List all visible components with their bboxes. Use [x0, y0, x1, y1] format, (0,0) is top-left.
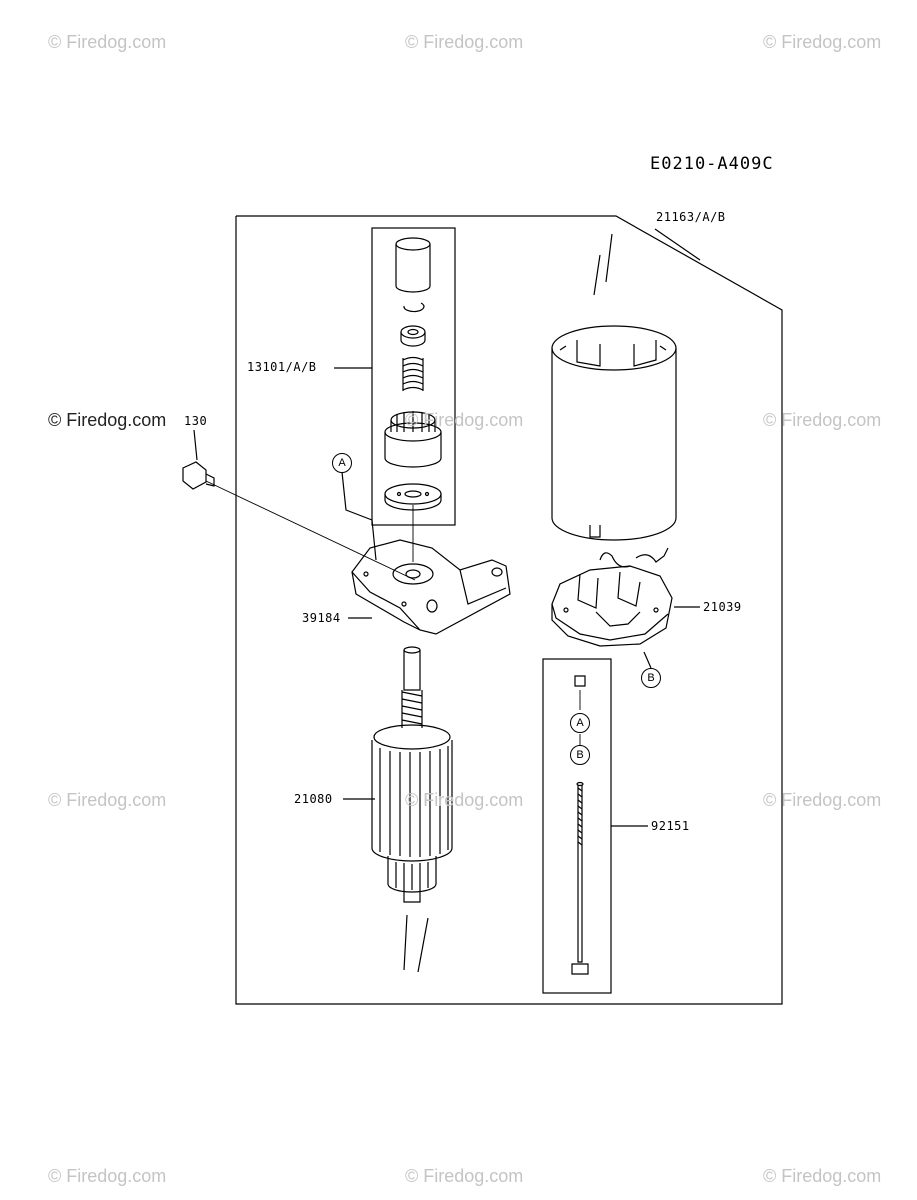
watermark: © Firedog.com	[48, 410, 167, 430]
part-label-pinion-assembly[interactable]: 13101/A/B	[247, 360, 317, 374]
watermark: © Firedog.com	[763, 410, 882, 430]
watermark: © Firedog.com	[48, 790, 167, 810]
watermark: © Firedog.com	[48, 1166, 167, 1186]
marker-b: B	[570, 745, 590, 765]
watermark: © Firedog.com	[405, 790, 524, 810]
watermark: © Firedog.com	[405, 1166, 524, 1186]
part-label-through-bolt[interactable]: 92151	[651, 819, 690, 833]
marker-b: B	[641, 668, 661, 688]
pinion-kit-box	[371, 227, 456, 526]
marker-a: A	[332, 453, 352, 473]
watermark: © Firedog.com	[405, 410, 524, 430]
marker-a: A	[570, 713, 590, 733]
through-bolt-kit-box	[542, 658, 612, 994]
watermark: © Firedog.com	[763, 32, 882, 52]
watermark: © Firedog.com	[405, 32, 524, 52]
diagram-code: E0210-A409C	[650, 154, 774, 174]
frame-outline	[235, 215, 783, 1005]
part-label-starter-case[interactable]: 21163/A/B	[656, 210, 726, 224]
part-label-armature[interactable]: 21080	[294, 792, 333, 806]
part-label-bolt[interactable]: 130	[184, 414, 208, 428]
watermark: © Firedog.com	[763, 790, 882, 810]
watermark: © Firedog.com	[48, 32, 167, 52]
part-label-bracket[interactable]: 39184	[302, 611, 341, 625]
part-label-brush-holder[interactable]: 21039	[703, 600, 742, 614]
watermark: © Firedog.com	[763, 1166, 882, 1186]
